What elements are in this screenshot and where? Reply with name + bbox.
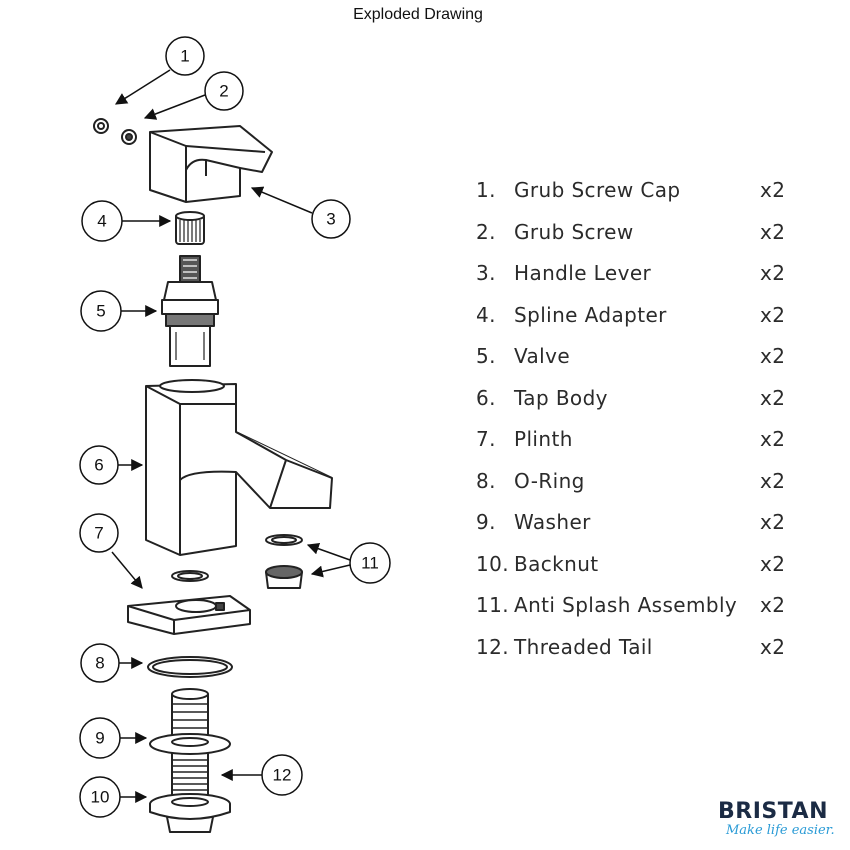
part-number: 10. — [476, 551, 510, 576]
part-quantity: x2 — [760, 510, 786, 534]
part-quantity: x2 — [760, 261, 786, 285]
handle-lever-part — [149, 125, 273, 203]
callout-8-label: 8 — [95, 654, 104, 673]
brand-name: BRISTAN — [718, 799, 828, 824]
parts-list-item: 2. Grub Screw x2 — [474, 214, 804, 256]
part-quantity: x2 — [760, 468, 786, 493]
backnut-part — [149, 793, 231, 820]
o-ring-part — [147, 656, 233, 678]
callout-5-circle — [80, 290, 122, 332]
parts-list-item: 3. Handle Lever x2 — [474, 255, 804, 297]
parts-list-item: 11. Anti Splash Assembly x2 — [474, 587, 804, 629]
grub-screw-part — [121, 129, 137, 145]
part-quantity: x2 — [760, 385, 786, 410]
tap-body-part — [145, 379, 333, 556]
callout-7-label: 7 — [94, 524, 103, 543]
callout-7-circle — [79, 513, 119, 553]
leader-arrow-1 — [114, 69, 171, 105]
part-name: Washer — [514, 510, 591, 534]
callout-5-label: 5 — [96, 302, 105, 321]
part-name: Handle Lever — [514, 261, 652, 285]
leader-arrow-3 — [250, 186, 313, 214]
callout-6-circle — [79, 445, 119, 485]
part-quantity: x2 — [760, 593, 786, 617]
callout-11-circle — [349, 542, 391, 584]
part-name: Anti Splash Assembly — [514, 593, 738, 617]
part-number: 11. — [476, 593, 510, 617]
brand-tagline: Make life easier. — [726, 823, 835, 838]
parts-list-item: 5. Valve x2 — [474, 338, 804, 380]
callout-9-circle — [79, 717, 121, 759]
callout-1-circle — [165, 36, 205, 76]
callout-8-circle — [80, 643, 120, 683]
callout-9-label: 9 — [95, 729, 104, 748]
part-number: 6. — [476, 385, 496, 410]
washer-part — [149, 733, 231, 755]
callout-2-label: 2 — [219, 82, 228, 101]
callout-3-circle — [311, 199, 351, 239]
callout-12-circle — [261, 754, 303, 796]
callout-2-circle — [204, 71, 244, 111]
callout-10-label: 10 — [91, 788, 110, 807]
leader-arrow-7 — [111, 551, 143, 589]
callout-1-label: 1 — [180, 47, 189, 66]
part-number: 5. — [476, 344, 496, 368]
leader-arrow-11a — [306, 542, 351, 561]
part-number: 8. — [476, 468, 496, 493]
brand-logo: BRISTAN Make life easier. — [718, 800, 840, 838]
callout-4-label: 4 — [97, 212, 106, 231]
parts-list-item: 1. Grub Screw Cap x2 — [474, 172, 804, 214]
part-quantity: x2 — [760, 427, 786, 451]
callout-10-circle — [79, 776, 121, 818]
part-number: 1. — [476, 178, 496, 202]
parts-list-item: 10. Backnut x2 — [474, 546, 804, 588]
spline-adapter-part — [175, 211, 205, 245]
callout-3-label: 3 — [326, 210, 335, 229]
part-number: 9. — [476, 510, 496, 534]
anti-splash-assembly-part — [265, 534, 303, 589]
part-name: Grub Screw — [514, 219, 634, 244]
part-number: 2. — [476, 219, 496, 244]
callout-4-circle — [81, 200, 123, 242]
leader-arrow-11b — [310, 564, 351, 578]
callout-11-label: 11 — [361, 554, 379, 573]
part-name: Valve — [514, 344, 571, 368]
parts-list-item: 12. Threaded Tail x2 — [474, 629, 804, 671]
part-name: Backnut — [514, 551, 599, 576]
page-title: Exploded Drawing — [353, 6, 483, 23]
valve-part — [161, 255, 219, 367]
part-name: Tap Body — [514, 385, 608, 410]
part-number: 7. — [476, 427, 496, 451]
grub-screw-cap-part — [93, 118, 109, 134]
callout-12-label: 12 — [273, 766, 292, 785]
part-number: 12. — [476, 634, 510, 659]
leader-arrow-2 — [143, 94, 206, 120]
callout-6-label: 6 — [94, 456, 103, 475]
part-quantity: x2 — [760, 551, 786, 576]
plinth-part — [127, 570, 251, 635]
part-number: 4. — [476, 302, 496, 327]
part-quantity: x2 — [760, 178, 786, 202]
parts-list: 1. Grub Screw Cap x2 2. Grub Screw x2 3.… — [474, 172, 804, 670]
part-name: O-Ring — [514, 468, 585, 493]
part-quantity: x2 — [760, 634, 786, 659]
parts-list-item: 8. O-Ring x2 — [474, 463, 804, 505]
part-name: Plinth — [514, 427, 573, 451]
part-quantity: x2 — [760, 344, 786, 368]
part-number: 3. — [476, 261, 496, 285]
part-name: Grub Screw Cap — [514, 178, 681, 202]
part-name: Spline Adapter — [514, 302, 667, 327]
parts-list-item: 7. Plinth x2 — [474, 421, 804, 463]
parts-list-item: 6. Tap Body x2 — [474, 380, 804, 422]
part-name: Threaded Tail — [514, 634, 653, 659]
part-quantity: x2 — [760, 302, 786, 327]
parts-list-item: 9. Washer x2 — [474, 504, 804, 546]
parts-list-item: 4. Spline Adapter x2 — [474, 297, 804, 339]
part-quantity: x2 — [760, 219, 786, 244]
